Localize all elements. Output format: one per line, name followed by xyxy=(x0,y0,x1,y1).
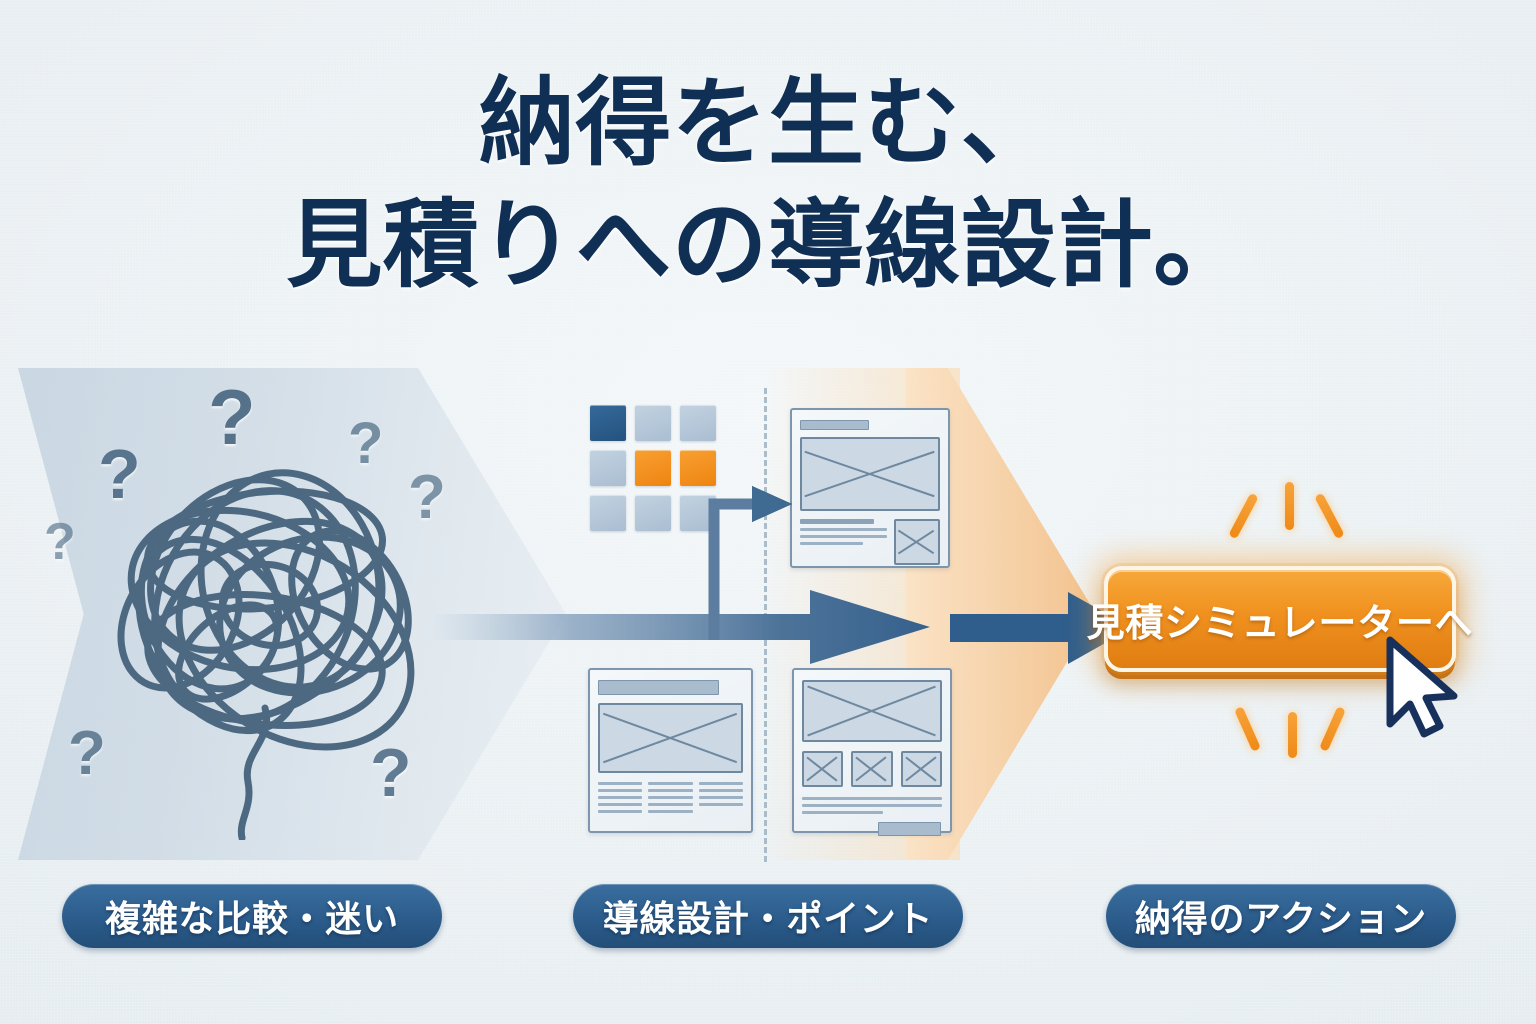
title-line-2: 見積りへの導線設計。 xyxy=(286,191,1250,299)
stage-label-pill-1[interactable]: 複雑な比較・迷い xyxy=(62,884,442,948)
sparkle-ray-bottom-left xyxy=(1234,706,1261,752)
pill-label: 納得のアクション xyxy=(1135,898,1427,939)
arrow-flow-solid xyxy=(950,592,1132,664)
grid-tile-orange xyxy=(635,450,671,486)
wireframe-card-top-right xyxy=(790,408,950,568)
grid-tile-light xyxy=(635,405,671,441)
stage-label-pill-3[interactable]: 納得のアクション xyxy=(1106,884,1456,948)
scribble-icon xyxy=(117,469,415,842)
arrow-flow-long xyxy=(430,590,930,664)
wireframe-card-bottom-left xyxy=(588,668,753,833)
mouse-pointer-icon xyxy=(1386,636,1458,738)
grid-tile-dark xyxy=(590,405,626,441)
sparkle-ray-top-left xyxy=(1228,492,1259,540)
question-mark-icon: ? xyxy=(408,463,446,532)
sparkle-ray-top-right xyxy=(1314,492,1345,540)
stage-label-pill-2[interactable]: 導線設計・ポイント xyxy=(573,884,963,948)
sparkle-ray-bottom-center xyxy=(1288,712,1297,758)
grid-tile-light xyxy=(635,495,671,531)
grid-tile-light xyxy=(590,450,626,486)
title-line-1: 納得を生む、 xyxy=(479,70,1057,178)
wireframe-card-bottom-right xyxy=(792,668,952,836)
pill-label: 導線設計・ポイント xyxy=(602,898,934,939)
cta-button[interactable]: 見積シミュレーターへ xyxy=(1087,566,1473,672)
question-mark-icon: ? xyxy=(208,373,256,461)
question-mark-icon: ? xyxy=(370,735,412,811)
grid-tile-orange xyxy=(680,450,716,486)
question-mark-icon: ? xyxy=(348,411,384,476)
page-title: 納得を生む、 見積りへの導線設計。 xyxy=(0,67,1536,302)
tangled-scribble xyxy=(60,390,480,842)
comparison-grid xyxy=(590,405,720,535)
grid-tile-light xyxy=(590,495,626,531)
question-mark-icon: ? xyxy=(44,513,76,571)
cta-button-label: 見積シミュレーターへ xyxy=(1086,602,1474,645)
grid-tile-light xyxy=(680,405,716,441)
question-mark-icon: ? xyxy=(98,435,141,513)
sparkle-ray-bottom-right xyxy=(1319,706,1346,752)
pill-label: 複雑な比較・迷い xyxy=(105,898,399,939)
arrow-branch-up xyxy=(708,486,792,640)
question-mark-icon: ? xyxy=(68,719,106,788)
sparkle-ray-top-center xyxy=(1285,482,1294,530)
